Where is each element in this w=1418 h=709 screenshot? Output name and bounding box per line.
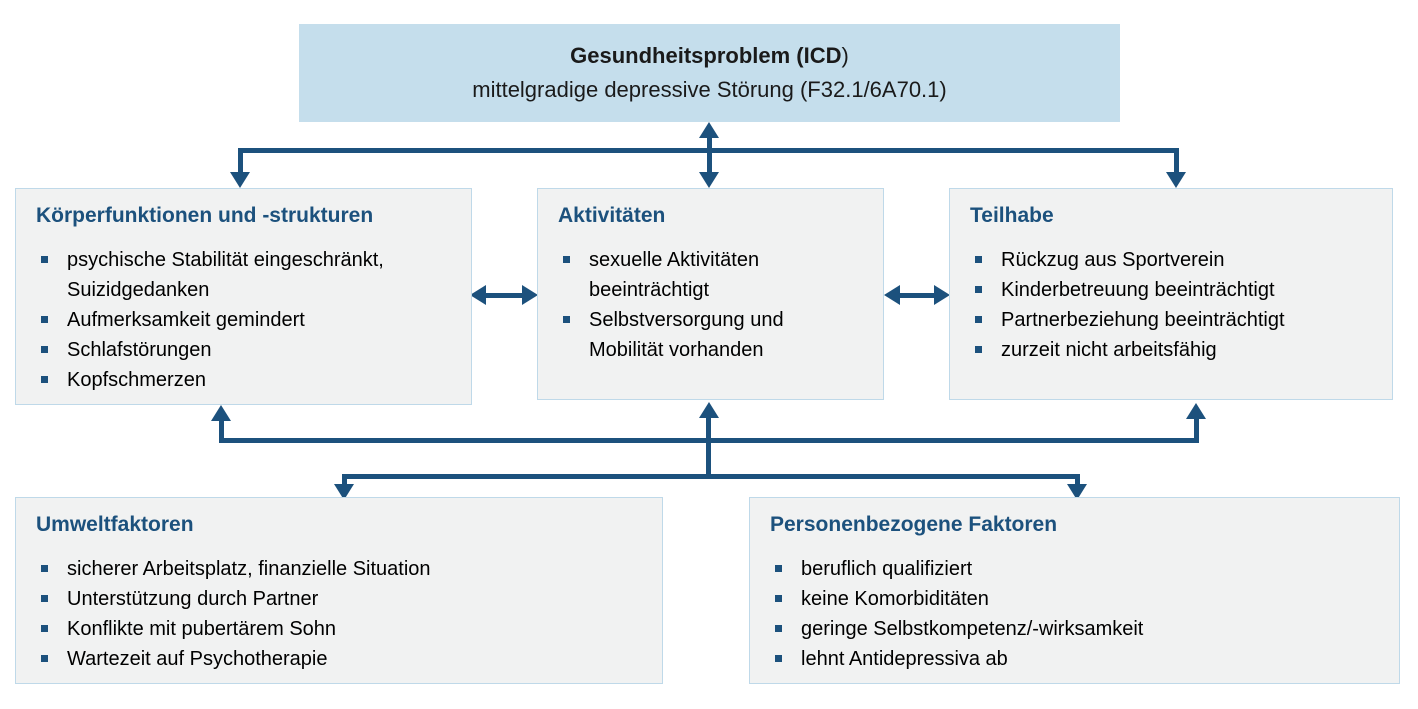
list-item-text: geringe Selbstkompetenz/-wirksamkeit [801,618,1144,640]
environment-factors-box: Umweltfaktoren sicherer Arbeitsplatz, fi… [15,497,663,684]
bullet-square-icon [41,655,48,662]
bullet-square-icon [563,316,570,323]
list-item: Rückzug aus Sportverein [970,245,1372,275]
list-item-text: sicherer Arbeitsplatz, finanzielle Situa… [67,558,431,580]
list-item-text: Konflikte mit pubertärem Sohn [67,618,337,640]
list-item-text: lehnt Antidepressiva ab [801,648,1008,670]
personal-factors-box: Personenbezogene Faktoren beruflich qual… [749,497,1400,684]
health-problem-title-bold: Gesundheitsproblem (ICD [570,43,842,68]
arrow-down-to-activities-icon [699,172,719,188]
list-item-text: Kopfschmerzen [67,369,206,391]
list-item-text: keine Komorbiditäten [801,588,989,610]
health-problem-title: Gesundheitsproblem (ICD) [570,39,849,73]
body-functions-box: Körperfunktionen und -strukturen psychis… [15,188,472,405]
bullet-square-icon [975,286,982,293]
activities-list: sexuelle Aktivitäten beeinträchtigt Selb… [558,245,863,365]
list-item-text: Rückzug aus Sportverein [1001,249,1225,271]
list-item-text: beruflich qualifiziert [801,558,973,580]
health-problem-box: Gesundheitsproblem (ICD) mittelgradige d… [299,24,1120,122]
bullet-square-icon [975,316,982,323]
list-item-text: Partnerbeziehung beeinträchtigt [1001,309,1285,331]
top-connector-left-vline [238,148,243,172]
list-item: Kinderbetreuung beeinträchtigt [970,275,1372,305]
bullet-square-icon [41,595,48,602]
list-item-text: Selbstversorgung und Mobilität vorhanden [589,309,784,361]
body-functions-list: psychische Stabilität eingeschränkt, Sui… [36,245,451,395]
arrow-up-to-activities-icon [699,402,719,418]
list-item-text: Kinderbetreuung beeinträchtigt [1001,279,1275,301]
list-item: Partnerbeziehung beeinträchtigt [970,305,1372,335]
activities-title: Aktivitäten [558,204,666,227]
participation-box: Teilhabe Rückzug aus Sportverein Kinderb… [949,188,1393,400]
activities-box: Aktivitäten sexuelle Aktivitäten beeintr… [537,188,884,400]
bullet-square-icon [975,256,982,263]
personal-list: beruflich qualifiziert keine Komorbiditä… [770,554,1379,674]
list-item: Unterstützung durch Partner [36,584,642,614]
environment-title: Umweltfaktoren [36,513,194,536]
bullet-square-icon [563,256,570,263]
top-connector-center-vline [707,138,712,172]
list-item: zurzeit nicht arbeitsfähig [970,335,1372,365]
arrow-left-icon [470,285,486,305]
list-item: beruflich qualifiziert [770,554,1379,584]
bullet-square-icon [41,625,48,632]
list-item: Schlafstörungen [36,335,451,365]
health-problem-subtitle: mittelgradige depressive Störung (F32.1/… [472,77,947,102]
list-item-text: Unterstützung durch Partner [67,588,319,610]
arrow-up-to-health-problem-icon [699,122,719,138]
body-functions-title: Körperfunktionen und -strukturen [36,204,374,227]
list-item: sicherer Arbeitsplatz, finanzielle Situa… [36,554,642,584]
arrow-down-to-participation-icon [1166,172,1186,188]
lower-right-vline [1075,474,1080,484]
list-item: Kopfschmerzen [36,365,451,395]
bottom-left-vline [219,421,224,443]
list-item-text: Schlafstörungen [67,339,212,361]
list-item: geringe Selbstkompetenz/-wirksamkeit [770,614,1379,644]
participation-list: Rückzug aus Sportverein Kinderbetreuung … [970,245,1372,365]
bullet-square-icon [975,346,982,353]
list-item: Aufmerksamkeit gemindert [36,305,451,335]
list-item: lehnt Antidepressiva ab [770,644,1379,674]
bullet-square-icon [775,565,782,572]
bullet-square-icon [775,595,782,602]
arrow-right-icon [934,285,950,305]
participation-title: Teilhabe [970,204,1054,227]
arrow-left-icon [884,285,900,305]
arrow-down-to-personal-icon [1067,484,1087,500]
arrow-down-to-environment-icon [334,484,354,500]
arrow-right-icon [522,285,538,305]
double-arrow-shaft [486,293,522,298]
list-item: sexuelle Aktivitäten beeinträchtigt [558,245,863,305]
top-connector-right-vline [1174,148,1179,172]
list-item-text: psychische Stabilität eingeschränkt, Sui… [67,249,384,301]
arrow-up-to-participation-icon [1186,403,1206,419]
list-item: keine Komorbiditäten [770,584,1379,614]
bullet-square-icon [775,655,782,662]
bottom-lower-hline [342,474,1080,479]
bullet-square-icon [41,376,48,383]
health-problem-title-rest: ) [841,43,849,68]
list-item: Konflikte mit pubertärem Sohn [36,614,642,644]
double-arrow-shaft [900,293,934,298]
list-item-text: Aufmerksamkeit gemindert [67,309,305,331]
bullet-square-icon [41,316,48,323]
environment-list: sicherer Arbeitsplatz, finanzielle Situa… [36,554,642,674]
bullet-square-icon [41,346,48,353]
bottom-right-vline [1194,419,1199,443]
arrow-down-to-body-functions-icon [230,172,250,188]
list-item-text: Wartezeit auf Psychotherapie [67,648,328,670]
list-item-text: sexuelle Aktivitäten beeinträchtigt [589,249,760,301]
bullet-square-icon [41,256,48,263]
arrow-up-to-body-functions-icon [211,405,231,421]
list-item: Selbstversorgung und Mobilität vorhanden [558,305,863,365]
bottom-center-vline [706,418,711,479]
list-item: Wartezeit auf Psychotherapie [36,644,642,674]
lower-left-vline [342,474,347,484]
list-item: psychische Stabilität eingeschränkt, Sui… [36,245,451,305]
bullet-square-icon [775,625,782,632]
list-item-text: zurzeit nicht arbeitsfähig [1001,339,1217,361]
bullet-square-icon [41,565,48,572]
personal-title: Personenbezogene Faktoren [770,513,1058,536]
